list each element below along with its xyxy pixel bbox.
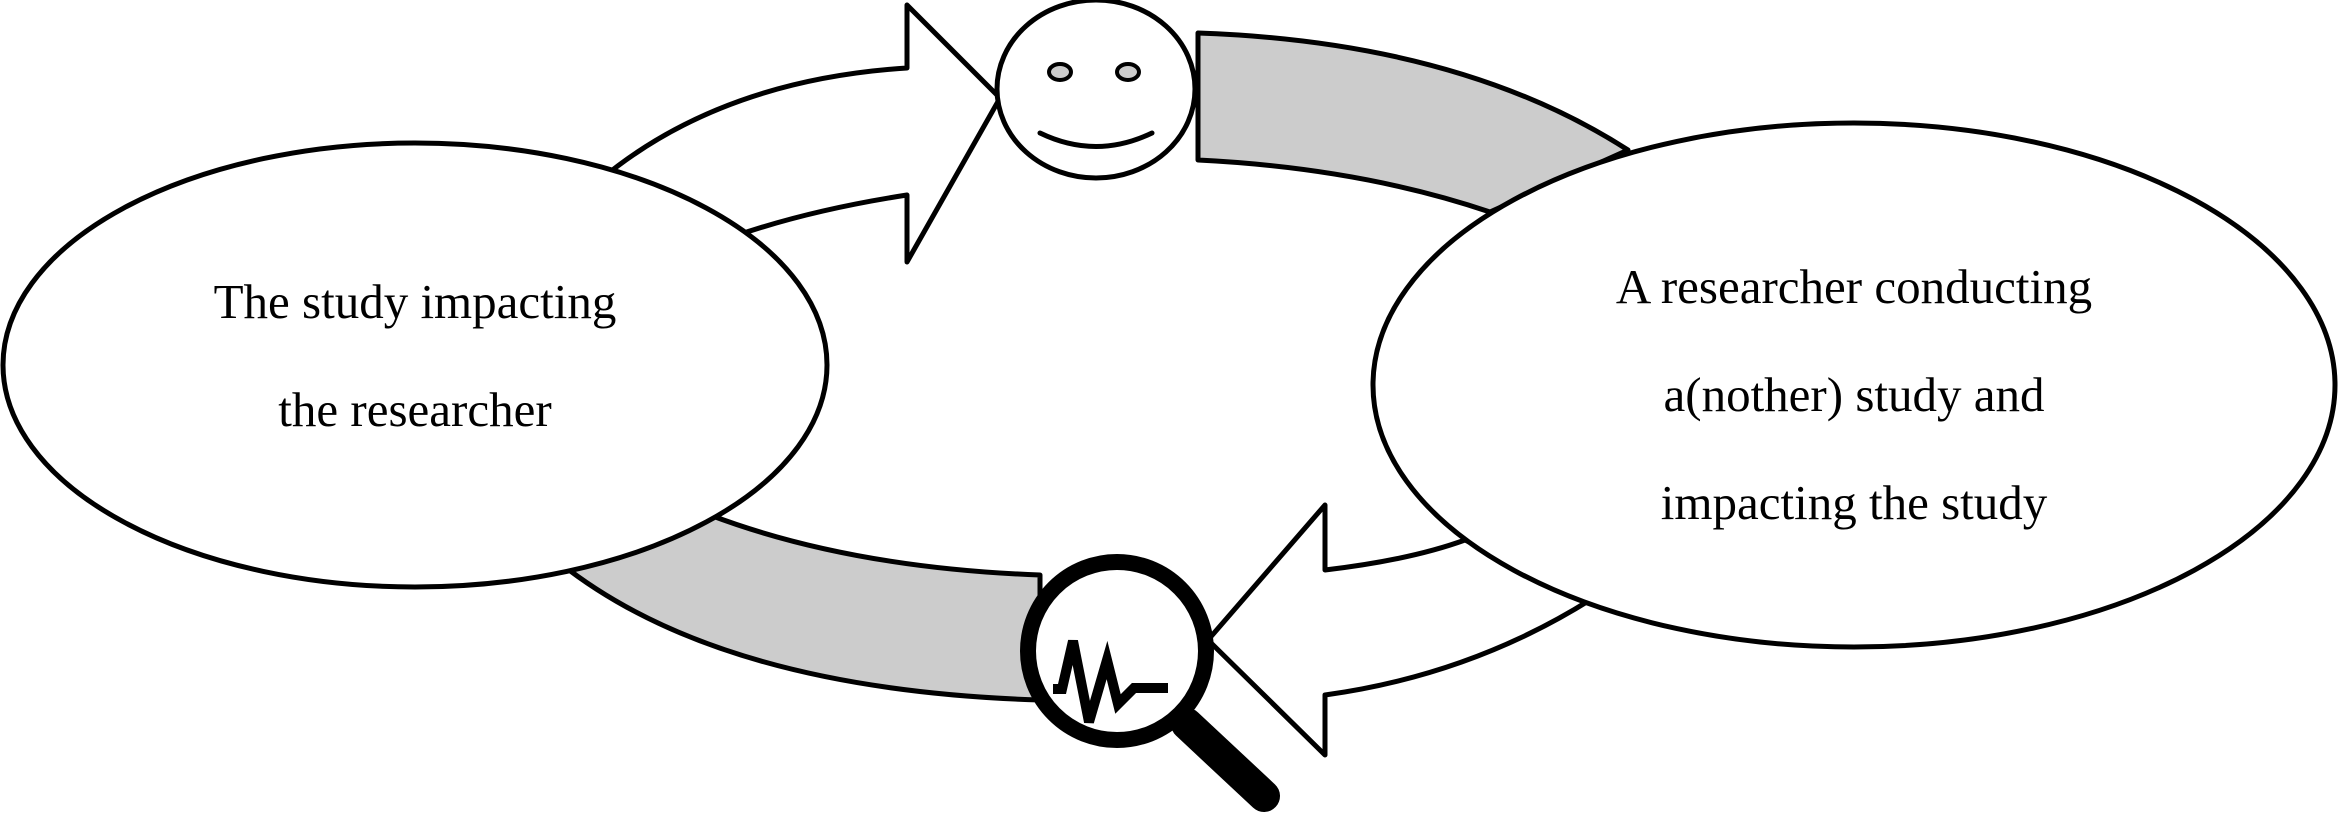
right-node-line-3: impacting the study [1660, 475, 2048, 530]
right-node-oval [1370, 120, 2338, 650]
left-node-oval [0, 140, 830, 590]
smiley-face-icon [994, 0, 1198, 181]
left-node-line-1: The study impacting [213, 274, 617, 329]
right-node-label: A researcher conducting a(nother) study … [1504, 233, 2204, 557]
right-node-line-2: a(nother) study and [1663, 367, 2045, 422]
bottom-cycle-band [557, 512, 1043, 703]
magnifying-glass-graph-icon [1020, 554, 1280, 812]
left-node-line-2: the researcher [278, 382, 552, 437]
bottom-cycle-arrow [1205, 502, 1593, 758]
top-cycle-arrow [597, 2, 1003, 265]
left-node-label: The study impacting the researcher [115, 248, 715, 464]
top-cycle-band [1195, 30, 1631, 215]
right-node-line-1: A researcher conducting [1615, 259, 2093, 314]
